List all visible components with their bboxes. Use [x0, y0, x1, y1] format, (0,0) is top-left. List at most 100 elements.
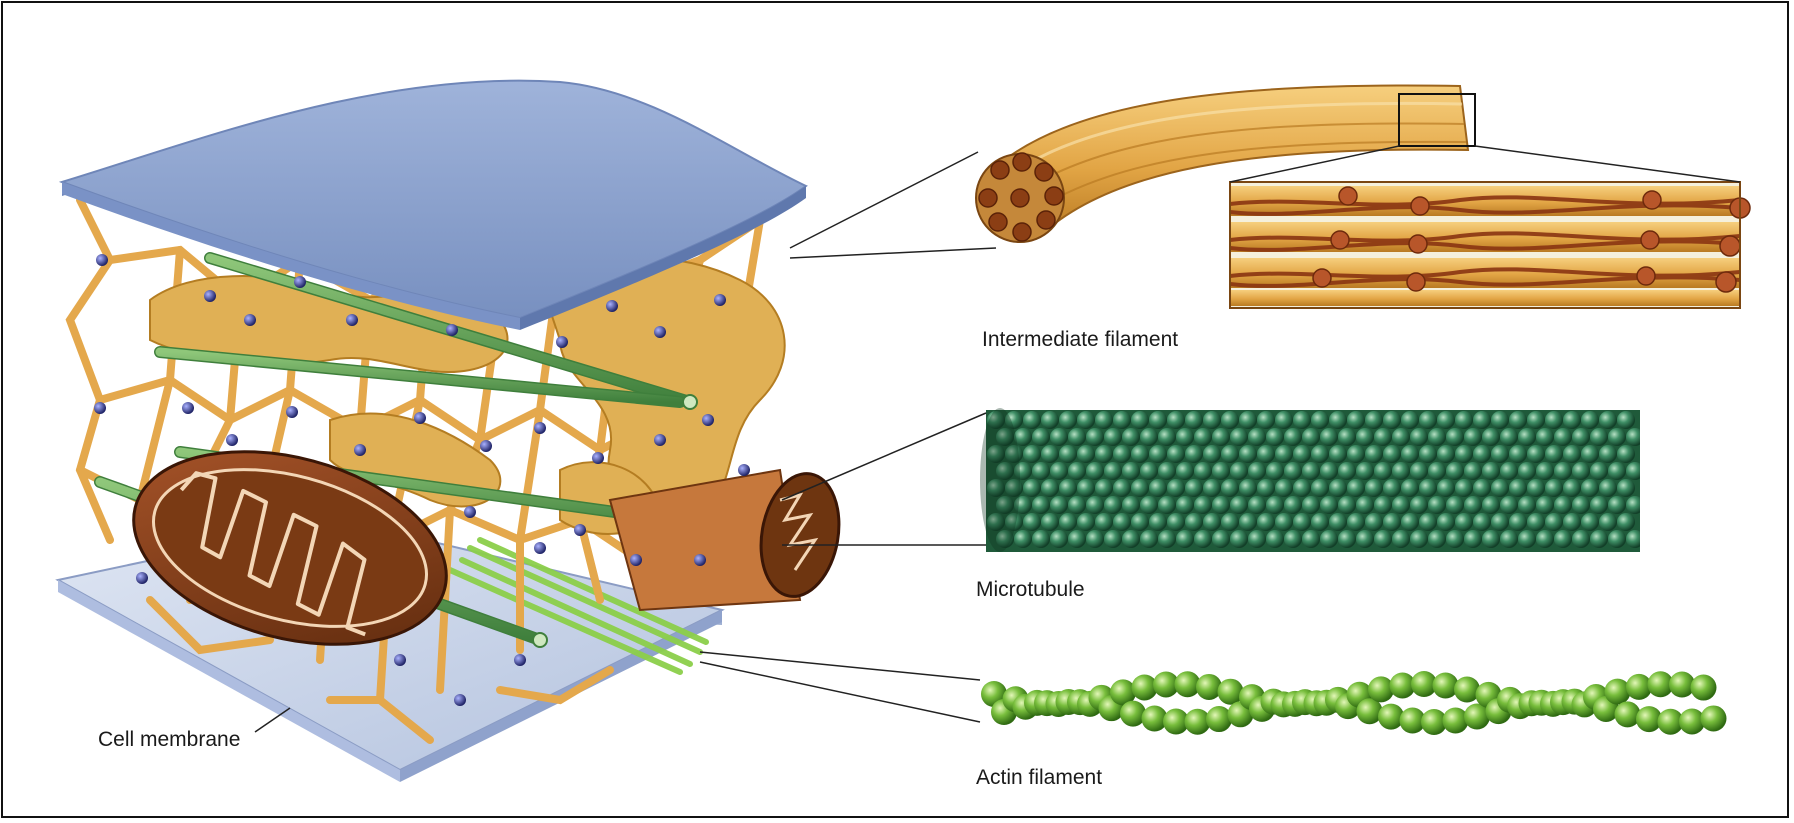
microtubule-subunit: [1572, 496, 1590, 514]
microtubule-subunit: [1554, 496, 1572, 514]
microtubule-subunit: [1545, 479, 1563, 497]
microtubule-subunit: [1230, 428, 1248, 446]
microtubule-subunit: [1329, 411, 1347, 429]
microtubule-subunit: [1023, 513, 1041, 531]
microtubule-subunit: [1167, 411, 1185, 429]
microtubule-subunit: [1131, 445, 1149, 463]
actin-monomer: [1432, 672, 1459, 699]
microtubule-subunit: [1149, 411, 1167, 429]
microtubule-subunit: [1428, 530, 1446, 548]
microtubule-subunit: [1329, 479, 1347, 497]
microtubule-subunit: [987, 479, 1005, 497]
microtubule-subunit: [1617, 445, 1635, 463]
microtubule-subunit: [1455, 479, 1473, 497]
microtubule-subunit: [1608, 530, 1626, 548]
microtubule-subunit: [1320, 530, 1338, 548]
microtubule-subunit: [1275, 513, 1293, 531]
microtubule-subunit: [1419, 411, 1437, 429]
microtubule-subunit: [1455, 445, 1473, 463]
microtubule-subunit: [1032, 530, 1050, 548]
microtubule-subunit: [1050, 496, 1068, 514]
microtubule-subunit: [1374, 496, 1392, 514]
microtubule-subunit: [1194, 496, 1212, 514]
microtubule-subunit: [1626, 496, 1640, 514]
actin-monomer: [1669, 671, 1695, 698]
microtubule-subunit: [1356, 462, 1374, 480]
microtubule-subunit: [1320, 496, 1338, 514]
microtubule-subunit: [1086, 462, 1104, 480]
microtubule-subunit: [1248, 530, 1266, 548]
microtubule-subunit: [1464, 496, 1482, 514]
microtubule-subunit: [1095, 411, 1113, 429]
actin-monomer: [1442, 707, 1469, 734]
microtubule-subunit: [1365, 445, 1383, 463]
microtubule-subunit: [1005, 513, 1023, 531]
microtubule-subunit: [1176, 428, 1194, 446]
microtubule-subunit: [1257, 479, 1275, 497]
microtubule-subunit: [987, 445, 1005, 463]
microtubule-subunit: [1221, 513, 1239, 531]
label-microtubule: Microtubule: [976, 578, 1085, 601]
microtubule-subunit: [1032, 496, 1050, 514]
microtubule-subunit: [1203, 445, 1221, 463]
microtubule-subunit: [1320, 428, 1338, 446]
label-actin-filament: Actin filament: [976, 766, 1103, 789]
microtubule-subunit: [1482, 496, 1500, 514]
microtubule-subunit: [1122, 496, 1140, 514]
microtubule-subunit: [1410, 428, 1428, 446]
microtubule-subunit: [1338, 530, 1356, 548]
microtubule-subunit: [1023, 411, 1041, 429]
microtubule-subunit: [1518, 462, 1536, 480]
microtubule-subunit: [1149, 479, 1167, 497]
microtubule-subunit: [1140, 496, 1158, 514]
microtubule-subunit: [1041, 513, 1059, 531]
microtubule-subunit: [1563, 513, 1581, 531]
microtubule-subunit: [1095, 479, 1113, 497]
microtubule-subunit: [1248, 428, 1266, 446]
microtubule-illustration: [980, 408, 1640, 552]
microtubule-subunit: [1338, 496, 1356, 514]
microtubule-subunit: [1167, 513, 1185, 531]
microtubule-subunit: [1626, 428, 1640, 446]
actin-monomer: [1131, 674, 1158, 701]
microtubule-subunit: [1554, 462, 1572, 480]
microtubule-subunit: [1185, 411, 1203, 429]
microtubule-subunit: [1293, 411, 1311, 429]
microtubule-subunit: [1005, 445, 1023, 463]
microtubule-subunit: [1563, 479, 1581, 497]
microtubule-subunit: [1194, 428, 1212, 446]
microtubule-subunit: [1194, 530, 1212, 548]
microtubule-subunit: [1302, 496, 1320, 514]
microtubule-subunit: [1113, 411, 1131, 429]
microtubule-subunit: [1347, 445, 1365, 463]
microtubule-subunit: [1014, 496, 1032, 514]
microtubule-subunit: [1347, 479, 1365, 497]
actin-monomer: [1196, 673, 1222, 700]
microtubule-subunit: [1356, 530, 1374, 548]
actin-monomer: [1690, 674, 1717, 701]
microtubule-subunit: [1257, 445, 1275, 463]
microtubule-subunit: [1491, 513, 1509, 531]
microtubule-subunit: [1527, 479, 1545, 497]
microtubule-subunit: [1077, 513, 1095, 531]
label-intermediate-filament: Intermediate filament: [982, 328, 1179, 351]
actin-monomer: [1626, 673, 1652, 700]
microtubule-subunit: [1428, 496, 1446, 514]
microtubule-subunit: [1086, 496, 1104, 514]
microtubule-subunit: [1203, 411, 1221, 429]
microtubule-subunit: [1617, 513, 1635, 531]
microtubule-subunit: [1608, 462, 1626, 480]
microtubule-subunit: [1266, 462, 1284, 480]
microtubule-subunit: [1140, 428, 1158, 446]
microtubule-subunit: [1536, 462, 1554, 480]
microtubule-subunit: [1617, 479, 1635, 497]
microtubule-subunit: [1401, 479, 1419, 497]
microtubule-subunit: [1437, 411, 1455, 429]
microtubule-subunit: [1113, 513, 1131, 531]
microtubule-subunit: [1572, 428, 1590, 446]
microtubule-subunit: [1518, 428, 1536, 446]
microtubule-subunit: [1131, 479, 1149, 497]
mitochondrion-small: [608, 468, 841, 612]
microtubule-subunit: [1311, 479, 1329, 497]
